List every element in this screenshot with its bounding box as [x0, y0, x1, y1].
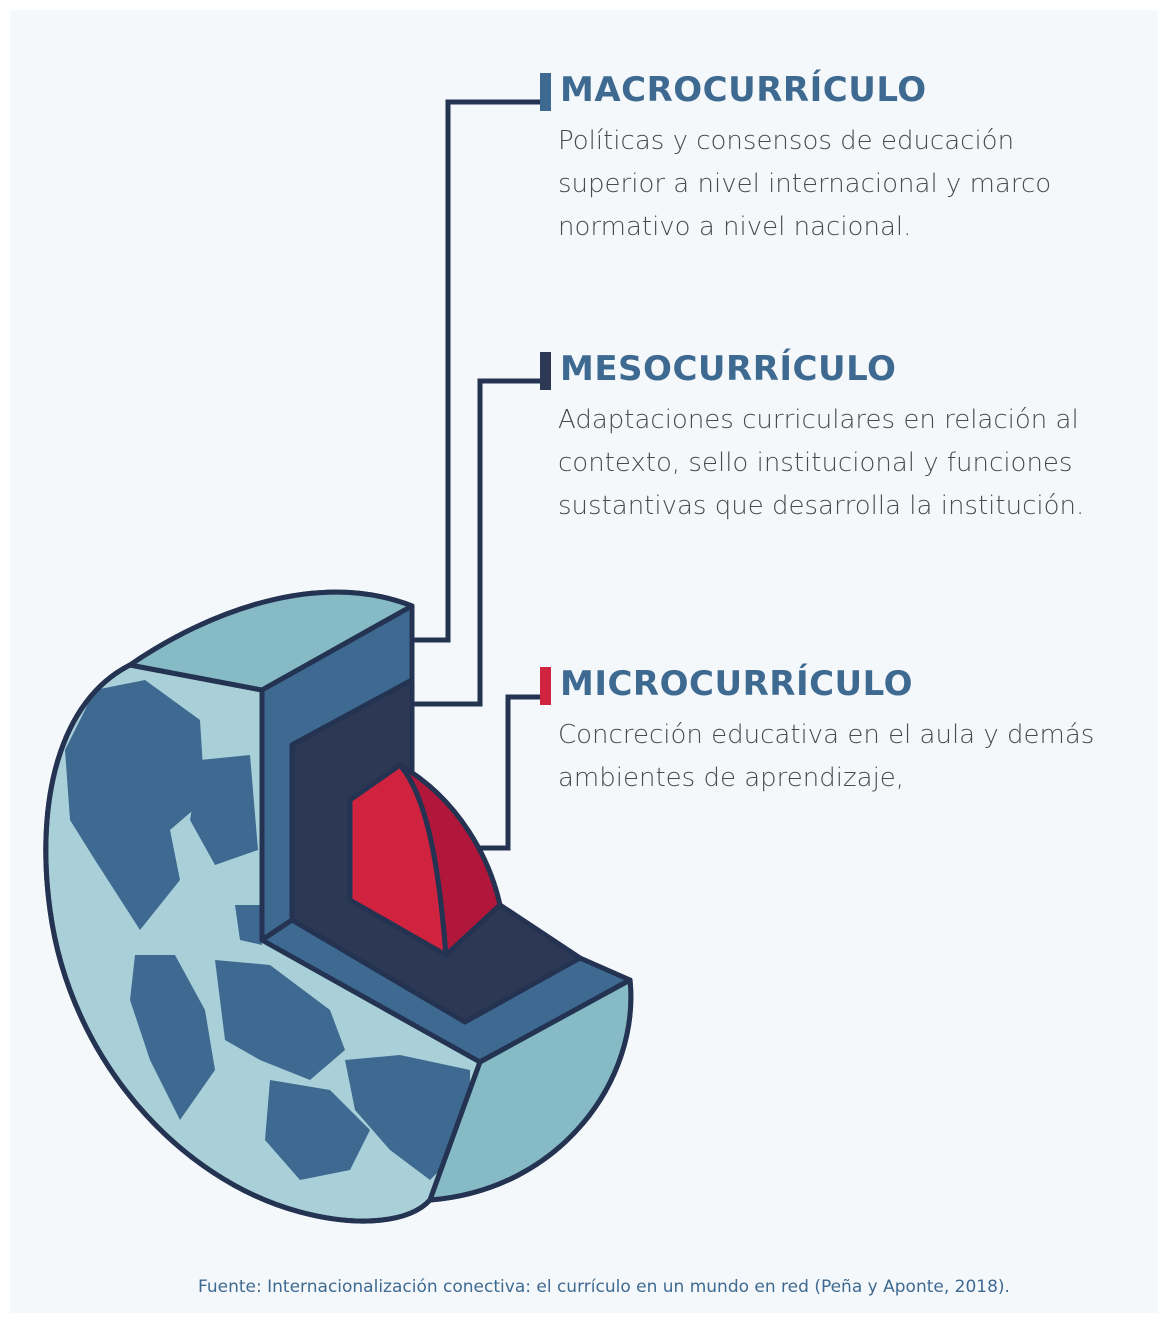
macro-layer-top	[127, 589, 415, 693]
globe-continent	[235, 905, 262, 945]
mesocurriculo-description: Adaptaciones curriculares en relación al…	[558, 405, 1085, 521]
micro-layer-top	[397, 762, 503, 958]
globe-continent	[190, 755, 258, 865]
macrocurriculo-description: Políticas y consensos de educación super…	[558, 126, 1052, 242]
macro-connector-line	[402, 99, 540, 643]
macrocurriculo-title: MACROCURRÍCULO	[560, 70, 927, 110]
microcurriculo-description: Concreción educativa en el aula y demás …	[558, 720, 1095, 793]
globe-continent	[345, 1055, 470, 1180]
globe-continent	[65, 680, 205, 930]
globe-continent	[265, 1080, 370, 1180]
microcurriculo-title: MICROCURRÍCULO	[560, 664, 914, 704]
globe-continent	[215, 960, 345, 1080]
mesocurriculo-marker	[540, 352, 551, 390]
globe-continent	[130, 955, 215, 1120]
globe-outline	[43, 662, 432, 1224]
source-caption: Fuente: Internacionalización conectiva: …	[198, 1277, 1010, 1297]
globe-right-edge	[427, 977, 634, 1203]
mesocurriculo-title: MESOCURRÍCULO	[560, 349, 897, 389]
microcurriculo-marker	[540, 667, 551, 705]
meso-connector-line	[402, 378, 540, 707]
macrocurriculo-marker	[540, 73, 551, 111]
